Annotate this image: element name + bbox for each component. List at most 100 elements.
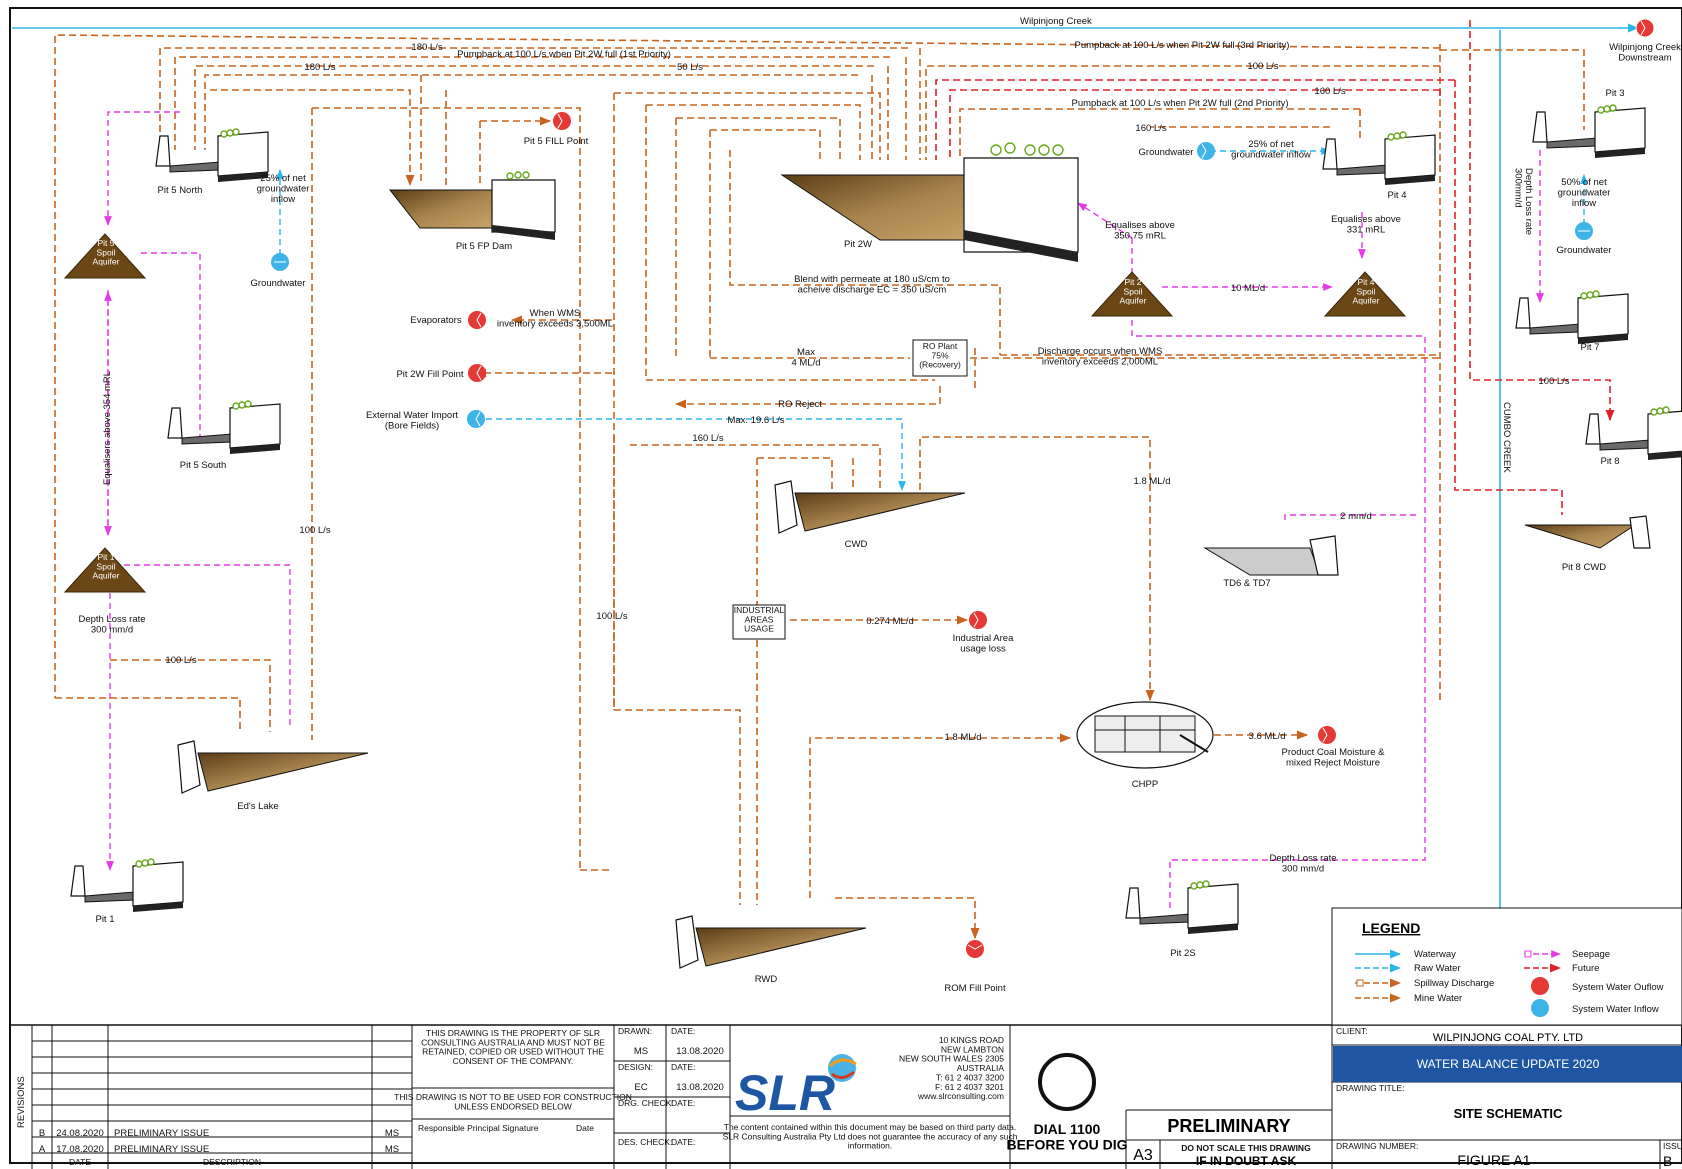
- mine-water-top-lines: [54, 34, 1585, 740]
- signature-label: Responsible Principal Signature: [418, 1123, 539, 1133]
- chpp-label: CHPP: [1132, 779, 1158, 790]
- rom-fill-point-label: ROM Fill Point: [944, 983, 1006, 994]
- flow-pumpback-1st: Pumpback at 100 L/s when Pit 2W full (1s…: [457, 49, 671, 60]
- col-date: DATE: [69, 1157, 91, 1167]
- legend-seepage: Seepage: [1572, 949, 1610, 960]
- groundwater-pit5-label: Groundwater: [251, 278, 306, 289]
- external-water-import-label: External Water Import(Bore Fields): [366, 410, 458, 431]
- issue-value: B: [1663, 1153, 1672, 1169]
- design-by: EC: [634, 1082, 647, 1093]
- des-check-date-label: DATE:: [671, 1137, 695, 1147]
- wilpinjong-creek: Wilpinjong Creek: [12, 16, 1640, 33]
- pit-2s-label: Pit 2S: [1170, 948, 1195, 959]
- raw-water-lines: [276, 147, 1588, 491]
- rev-b-by: MS: [385, 1128, 399, 1139]
- pit-2w-shape: [780, 142, 1079, 262]
- flow-pumpback-2nd: Pumpback at 100 L/s when Pit 2W full (2n…: [1071, 98, 1288, 109]
- signature-date-label: Date: [576, 1123, 594, 1133]
- flow-100-top: 100 L/s: [1247, 61, 1278, 72]
- chpp-shape: [1076, 701, 1214, 769]
- drawn-date: 13.08.2020: [676, 1046, 724, 1057]
- pit-2w-label: Pit 2W: [844, 239, 872, 250]
- flow-pumpback-3rd: Pumpback at 100 L/s when Pit 2W full (3r…: [1075, 40, 1290, 51]
- product-coal-moisture-label: Product Coal Moisture &mixed Reject Mois…: [1282, 747, 1386, 768]
- rev-b-date: 24.08.2020: [56, 1128, 104, 1139]
- inflow-symbols: [271, 142, 1593, 428]
- legend-raw-water: Raw Water: [1414, 963, 1461, 974]
- node-labels: Pit 5 North Pit 5 FP Dam Pit 5 FILL Poin…: [93, 42, 1682, 994]
- col-description: DESCRIPTION: [203, 1157, 261, 1167]
- pit-2w-fill-point-label: Pit 2W Fill Point: [396, 369, 463, 380]
- legend-future: Future: [1572, 963, 1599, 974]
- td6-td7-label: TD6 & TD7: [1223, 578, 1270, 589]
- industrial-areas-box: [732, 604, 786, 640]
- flow-100-pit5fp: 100 L/s: [299, 525, 330, 536]
- flow-160-pit4: 160 L/s: [1135, 123, 1166, 134]
- mine-water-lower-lines: [55, 245, 1440, 940]
- pit-4-label: Pit 4: [1387, 190, 1406, 201]
- pit-1-label: Pit 1: [95, 914, 114, 925]
- project-name: WATER BALANCE UPDATE 2020: [1417, 1057, 1600, 1071]
- if-in-doubt: IF IN DOUBT ASK: [1196, 1154, 1297, 1168]
- flow-equalisers-354: Equalisers above 354 mRL: [102, 371, 113, 485]
- ro-plant-box: [912, 339, 968, 377]
- construction-note: THIS DRAWING IS NOT TO BE USED FOR CONST…: [394, 1092, 632, 1111]
- flow-2mmd: 2 mm/d: [1340, 511, 1372, 522]
- flow-0274: 0.274 ML/d: [866, 616, 914, 627]
- client-name: WILPINJONG COAL PTY. LTD: [1433, 1032, 1583, 1044]
- flow-depth-loss-pit3: Depth Loss rate300mm/d: [1513, 168, 1534, 235]
- pit-5-north-label: Pit 5 North: [158, 185, 203, 196]
- legend-title: LEGEND: [1362, 920, 1420, 936]
- do-not-scale: DO NOT SCALE THIS DRAWING: [1181, 1143, 1311, 1153]
- legend-outflow: System Water Ouflow: [1572, 982, 1664, 993]
- issue-label: ISSUE:: [1663, 1141, 1682, 1151]
- pit-5-fp-dam-shape: [388, 171, 556, 240]
- des-check-label: DES. CHECK:: [618, 1137, 672, 1147]
- seepage-lines: [104, 111, 1544, 912]
- title-block-text: REVISIONS B 24.08.2020 PRELIMINARY ISSUE…: [16, 1026, 1682, 1169]
- flow-100-mid: 100 L/s: [596, 611, 627, 622]
- flow-labels: 180 L/s Pumpback at 100 L/s when Pit 2W …: [78, 40, 1610, 874]
- dial-before-you-dig-icon: [1038, 1053, 1096, 1111]
- pit-5-fill-point-label: Pit 5 FILL Point: [524, 136, 589, 147]
- disclaimer: The content contained within this docume…: [723, 1122, 1018, 1151]
- design-label: DESIGN:: [618, 1062, 653, 1072]
- rev-a-date: 17.08.2020: [56, 1144, 104, 1155]
- pit-7-label: Pit 7: [1580, 342, 1599, 353]
- design-date: 13.08.2020: [676, 1082, 724, 1093]
- drawing-title-label: DRAWING TITLE:: [1336, 1083, 1404, 1093]
- flow-160-red: 160 L/s: [1314, 86, 1345, 97]
- legend: LEGEND Waterway Raw Water Spillway Disch…: [1331, 907, 1682, 1026]
- wilpinjong-creek-label: Wilpinjong Creek: [1020, 16, 1092, 27]
- flow-3-6: 3.6 ML/d: [1249, 731, 1286, 742]
- cumbo-creek-label: CUMBO CREEK: [1501, 402, 1512, 473]
- legend-waterway: Waterway: [1414, 949, 1456, 960]
- drawing-number: FIGURE A1: [1457, 1152, 1530, 1168]
- rwd-label: RWD: [755, 974, 778, 985]
- pit-8-cwd-shape: [1524, 515, 1651, 549]
- cwd-label: CWD: [845, 539, 868, 550]
- drg-check-date-label: DATE:: [671, 1098, 695, 1108]
- legend-mine-water: Mine Water: [1414, 993, 1462, 1004]
- pit-8-label: Pit 8: [1600, 456, 1619, 467]
- eds-lake-label: Ed's Lake: [237, 801, 278, 812]
- flow-10mld: 10 ML/d: [1231, 283, 1265, 294]
- flow-100-pit8: 100 L/s: [1538, 376, 1569, 387]
- flow-ro-reject: RO Reject: [778, 399, 822, 410]
